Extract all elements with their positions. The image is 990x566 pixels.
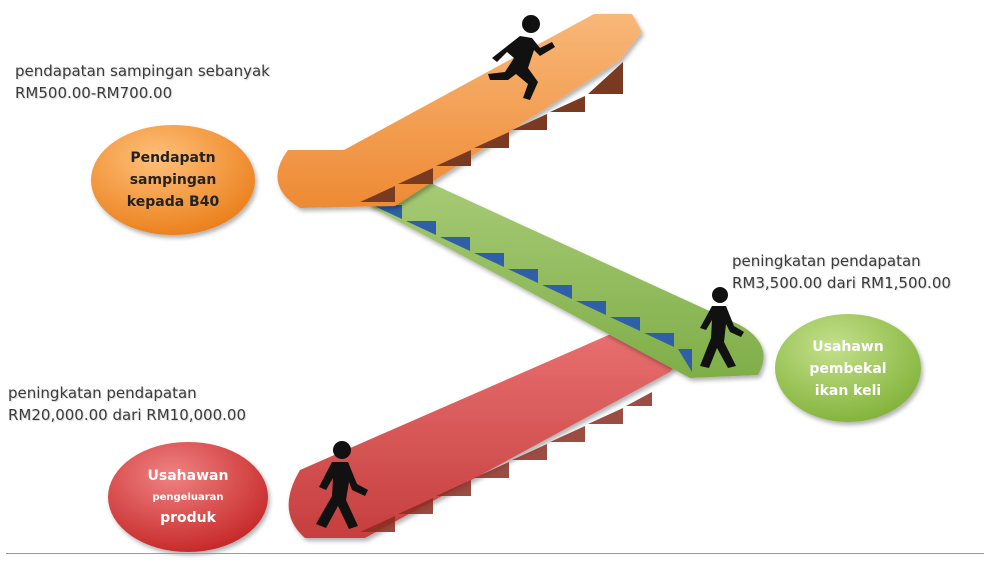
person-walking-icon — [316, 441, 368, 529]
annotation-bottom-line1: peningkatan pendapatan — [8, 384, 197, 402]
stage-oval-middle — [775, 314, 921, 422]
annotation-middle: peningkatan pendapatan RM3,500.00 dari R… — [732, 250, 951, 294]
person-walking-icon — [700, 287, 744, 368]
stage-middle-line3: ikan keli — [815, 383, 881, 399]
stage-top-line2: sampingan — [130, 172, 217, 188]
stage-oval-top — [91, 125, 255, 235]
annotation-bottom-line2: RM20,000.00 dari RM10,000.00 — [8, 406, 246, 424]
annotation-top-line2: RM500.00-RM700.00 — [15, 84, 173, 102]
annotation-middle-line1: peningkatan pendapatan — [732, 252, 921, 270]
person-running-icon — [488, 15, 555, 100]
escalator-middle-green — [368, 170, 764, 378]
escalator-top-orange — [277, 14, 642, 208]
stage-middle-line2: pembekal — [809, 361, 886, 377]
annotation-bottom: peningkatan pendapatan RM20,000.00 dari … — [8, 382, 246, 426]
escalator-bottom-steps — [360, 392, 652, 532]
stage-top-line1: Pendapatn — [130, 150, 215, 166]
annotation-middle-line2: RM3,500.00 dari RM1,500.00 — [732, 274, 951, 292]
stage-bottom-line3: produk — [160, 510, 217, 526]
escalator-bottom-red — [288, 330, 678, 538]
stage-middle-line1: Usahawn — [812, 339, 883, 355]
annotation-top: pendapatan sampingan sebanyak RM500.00-R… — [15, 60, 270, 104]
baseline-divider — [6, 553, 984, 554]
annotation-top-line1: pendapatan sampingan sebanyak — [15, 62, 270, 80]
escalator-middle-steps — [372, 205, 692, 372]
stage-bottom-line1: Usahawan — [148, 468, 229, 484]
stage-bottom-line2: pengeluaran — [152, 492, 223, 503]
stage-oval-bottom — [108, 442, 268, 552]
escalator-top-steps — [360, 62, 623, 202]
stage-top-line3: kepada B40 — [127, 194, 220, 210]
